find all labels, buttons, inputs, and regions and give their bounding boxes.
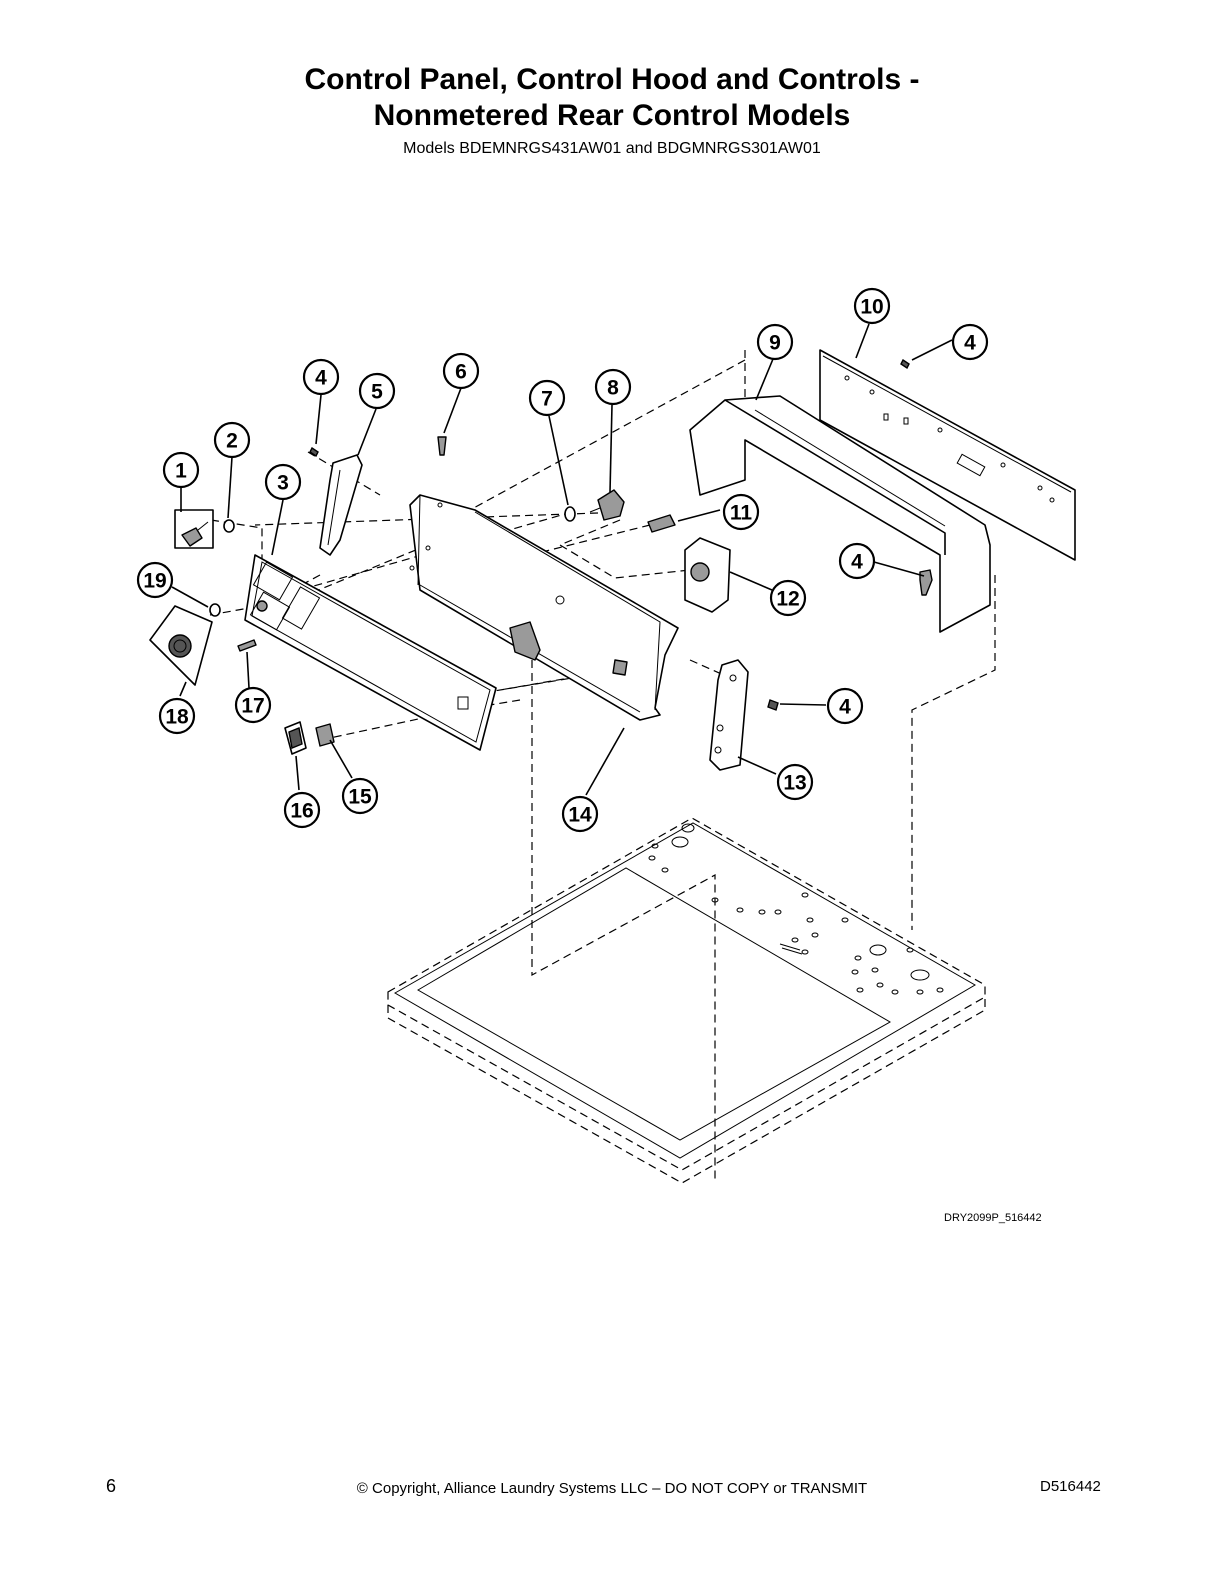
part-18-knob bbox=[149, 605, 213, 686]
part-12-timer bbox=[684, 537, 731, 613]
callout-5: 5 bbox=[358, 372, 396, 410]
callout-4-b: 4 bbox=[951, 323, 989, 361]
callout-15: 15 bbox=[341, 777, 379, 815]
callout-2: 2 bbox=[213, 421, 251, 459]
part-19-washer bbox=[209, 603, 221, 617]
svg-text:13: 13 bbox=[783, 772, 806, 795]
part-5-left-end-bracket bbox=[319, 454, 363, 556]
svg-text:11: 11 bbox=[730, 502, 753, 525]
copyright-notice: © Copyright, Alliance Laundry Systems LL… bbox=[356, 1480, 868, 1497]
callout-10: 10 bbox=[853, 287, 891, 325]
svg-text:7: 7 bbox=[541, 388, 553, 411]
callout-14: 14 bbox=[561, 795, 599, 833]
part-13-right-end-bracket bbox=[709, 659, 749, 771]
callout-4-c: 4 bbox=[838, 542, 876, 580]
page-title-line-2: Nonmetered Rear Control Models bbox=[373, 99, 851, 132]
callout-3: 3 bbox=[264, 463, 302, 501]
callout-1: 1 bbox=[162, 451, 200, 489]
svg-text:2: 2 bbox=[226, 430, 238, 453]
svg-text:4: 4 bbox=[964, 332, 976, 355]
models-subtitle: Models BDEMNRGS431AW01 and BDGMNRGS301AW… bbox=[403, 140, 821, 157]
svg-text:17: 17 bbox=[241, 695, 264, 718]
page-title-line-1: Control Panel, Control Hood and Controls… bbox=[304, 63, 920, 96]
callout-4-d: 4 bbox=[826, 687, 864, 725]
svg-text:14: 14 bbox=[568, 804, 592, 827]
svg-text:4: 4 bbox=[839, 696, 851, 719]
cabinet-holes bbox=[648, 823, 944, 995]
part-14-panel-bracket bbox=[409, 494, 679, 721]
svg-text:8: 8 bbox=[607, 377, 619, 400]
dryer-top-cabinet bbox=[387, 817, 986, 1184]
page-number: 6 bbox=[106, 1476, 117, 1496]
callout-9: 9 bbox=[756, 323, 794, 361]
callout-7: 7 bbox=[528, 379, 566, 417]
callout-4-a: 4 bbox=[302, 358, 340, 396]
part-17-screw bbox=[237, 639, 257, 652]
svg-text:16: 16 bbox=[290, 800, 313, 823]
svg-text:4: 4 bbox=[315, 367, 327, 390]
part-7-washer bbox=[564, 506, 576, 522]
callout-6: 6 bbox=[442, 352, 480, 390]
part-11-buzzer bbox=[647, 514, 676, 533]
svg-text:4: 4 bbox=[851, 551, 863, 574]
part-2-washer bbox=[223, 519, 235, 533]
svg-text:3: 3 bbox=[277, 472, 289, 495]
svg-text:5: 5 bbox=[371, 381, 383, 404]
callout-8: 8 bbox=[594, 368, 632, 406]
part-6-screw bbox=[437, 436, 447, 456]
leader-lines bbox=[171, 323, 953, 796]
part-8-switch bbox=[589, 489, 625, 521]
part-1-thermal-fuse bbox=[174, 509, 214, 549]
callout-17: 17 bbox=[234, 686, 272, 724]
callout-11: 11 bbox=[722, 493, 760, 531]
svg-text:6: 6 bbox=[455, 361, 467, 384]
svg-text:12: 12 bbox=[776, 588, 799, 611]
svg-text:1: 1 bbox=[175, 460, 187, 483]
callout-13: 13 bbox=[776, 763, 814, 801]
svg-text:10: 10 bbox=[860, 296, 883, 319]
figure-code: DRY2099P_516442 bbox=[944, 1212, 1042, 1224]
part-10-back-plate bbox=[819, 349, 1076, 561]
part-16-switch-bezel bbox=[284, 721, 307, 755]
callout-12: 12 bbox=[769, 579, 807, 617]
part-9-control-hood bbox=[689, 395, 991, 633]
part-3-control-panel bbox=[244, 554, 497, 751]
svg-text:9: 9 bbox=[769, 332, 781, 355]
document-number: D516442 bbox=[1040, 1478, 1101, 1495]
svg-text:19: 19 bbox=[143, 570, 166, 593]
callout-19: 19 bbox=[136, 561, 174, 599]
svg-text:18: 18 bbox=[165, 706, 189, 729]
svg-text:15: 15 bbox=[348, 786, 372, 809]
callout-16: 16 bbox=[283, 791, 321, 829]
callout-18: 18 bbox=[158, 697, 196, 735]
